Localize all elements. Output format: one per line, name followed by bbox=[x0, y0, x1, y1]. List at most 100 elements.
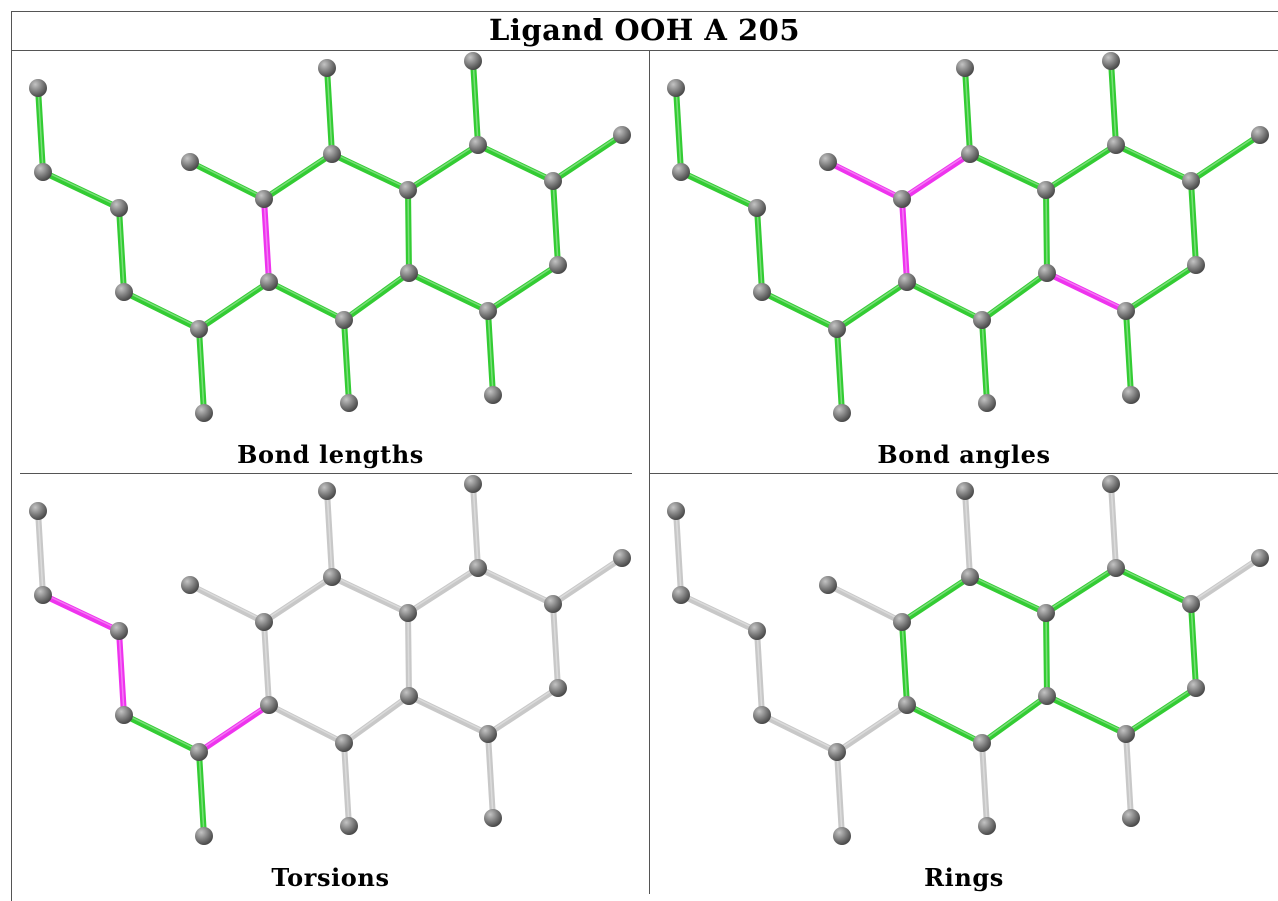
bond bbox=[1108, 481, 1119, 571]
bond-highlight bbox=[472, 58, 479, 145]
bond-highlight bbox=[343, 693, 410, 743]
bond-highlight bbox=[407, 565, 479, 613]
bond-highlight bbox=[263, 196, 270, 282]
atom bbox=[978, 394, 996, 412]
bond bbox=[405, 142, 481, 193]
bond-highlight bbox=[836, 279, 908, 329]
bond bbox=[825, 582, 905, 625]
atom bbox=[1102, 475, 1120, 493]
bond-highlight bbox=[981, 693, 1048, 743]
bond-highlight bbox=[198, 702, 270, 752]
atom bbox=[819, 153, 837, 171]
bond bbox=[834, 749, 845, 839]
bond bbox=[1123, 685, 1199, 737]
molecule-torsions bbox=[29, 475, 631, 845]
bond-highlight bbox=[1115, 565, 1192, 604]
atom bbox=[400, 264, 418, 282]
bond-highlight bbox=[487, 731, 494, 818]
bond bbox=[405, 565, 481, 616]
bond-highlight bbox=[552, 601, 559, 688]
bond-highlight bbox=[42, 592, 120, 631]
bond bbox=[261, 619, 272, 708]
bond bbox=[899, 196, 910, 285]
bond-highlight bbox=[675, 508, 682, 595]
bond bbox=[470, 58, 481, 148]
bond-highlight bbox=[836, 326, 843, 413]
bond-highlight bbox=[477, 142, 554, 181]
bond bbox=[1123, 731, 1134, 821]
bond bbox=[759, 712, 840, 755]
atom bbox=[1182, 595, 1200, 613]
atom bbox=[479, 725, 497, 743]
atom bbox=[399, 604, 417, 622]
bond bbox=[261, 196, 272, 285]
bond-highlight bbox=[981, 740, 988, 826]
bond bbox=[475, 142, 556, 184]
bond bbox=[1044, 693, 1129, 737]
atom bbox=[34, 586, 52, 604]
bond-highlight bbox=[198, 279, 270, 329]
atom bbox=[335, 734, 353, 752]
atom bbox=[195, 827, 213, 845]
atom bbox=[898, 696, 916, 714]
bond bbox=[40, 592, 122, 634]
bond-highlight bbox=[1190, 555, 1261, 604]
bond-highlight bbox=[906, 279, 983, 320]
bond-highlight bbox=[42, 169, 120, 208]
bond bbox=[341, 270, 412, 323]
bond bbox=[116, 205, 127, 295]
bond-highlight bbox=[906, 702, 983, 743]
atom bbox=[195, 404, 213, 422]
bond bbox=[759, 289, 840, 332]
atom bbox=[1038, 687, 1056, 705]
bond bbox=[967, 151, 1049, 193]
atom bbox=[672, 586, 690, 604]
bond-highlight bbox=[331, 151, 409, 190]
bond-highlight bbox=[901, 151, 971, 199]
molecule-rings bbox=[667, 475, 1269, 845]
bond bbox=[187, 159, 267, 202]
bond bbox=[266, 702, 347, 746]
bond-highlight bbox=[552, 132, 623, 181]
atom bbox=[898, 273, 916, 291]
bond bbox=[1113, 142, 1194, 184]
atom bbox=[667, 79, 685, 97]
bond-highlight bbox=[981, 317, 988, 403]
bond bbox=[1123, 262, 1199, 314]
bond-highlight bbox=[675, 85, 682, 172]
atom bbox=[260, 696, 278, 714]
bond-highlight bbox=[1125, 262, 1197, 311]
bond-highlight bbox=[407, 610, 410, 696]
atom bbox=[115, 283, 133, 301]
bond bbox=[1043, 565, 1119, 616]
bond-highlight bbox=[343, 270, 410, 320]
bond bbox=[673, 85, 684, 175]
bond bbox=[329, 574, 411, 616]
bond-highlight bbox=[836, 702, 908, 752]
atom bbox=[469, 136, 487, 154]
atom bbox=[110, 199, 128, 217]
bond-highlight bbox=[552, 555, 623, 604]
bond-highlight bbox=[756, 205, 763, 292]
molecule-bond-angles bbox=[667, 52, 1269, 422]
bond bbox=[187, 582, 267, 625]
atom bbox=[819, 576, 837, 594]
bond bbox=[550, 601, 561, 691]
caption-torsions: Torsions bbox=[271, 863, 390, 892]
bond bbox=[485, 308, 496, 398]
bond bbox=[196, 326, 207, 416]
atom bbox=[978, 817, 996, 835]
bond-highlight bbox=[263, 574, 333, 622]
bond bbox=[405, 610, 412, 699]
bond bbox=[904, 702, 985, 746]
bond bbox=[470, 481, 481, 571]
bond-highlight bbox=[472, 481, 479, 568]
atom bbox=[833, 404, 851, 422]
atom bbox=[29, 79, 47, 97]
atom bbox=[1251, 126, 1269, 144]
atom bbox=[1102, 52, 1120, 70]
bond bbox=[904, 279, 985, 323]
bond-highlight bbox=[1046, 693, 1127, 734]
atom bbox=[318, 59, 336, 77]
atom bbox=[29, 502, 47, 520]
